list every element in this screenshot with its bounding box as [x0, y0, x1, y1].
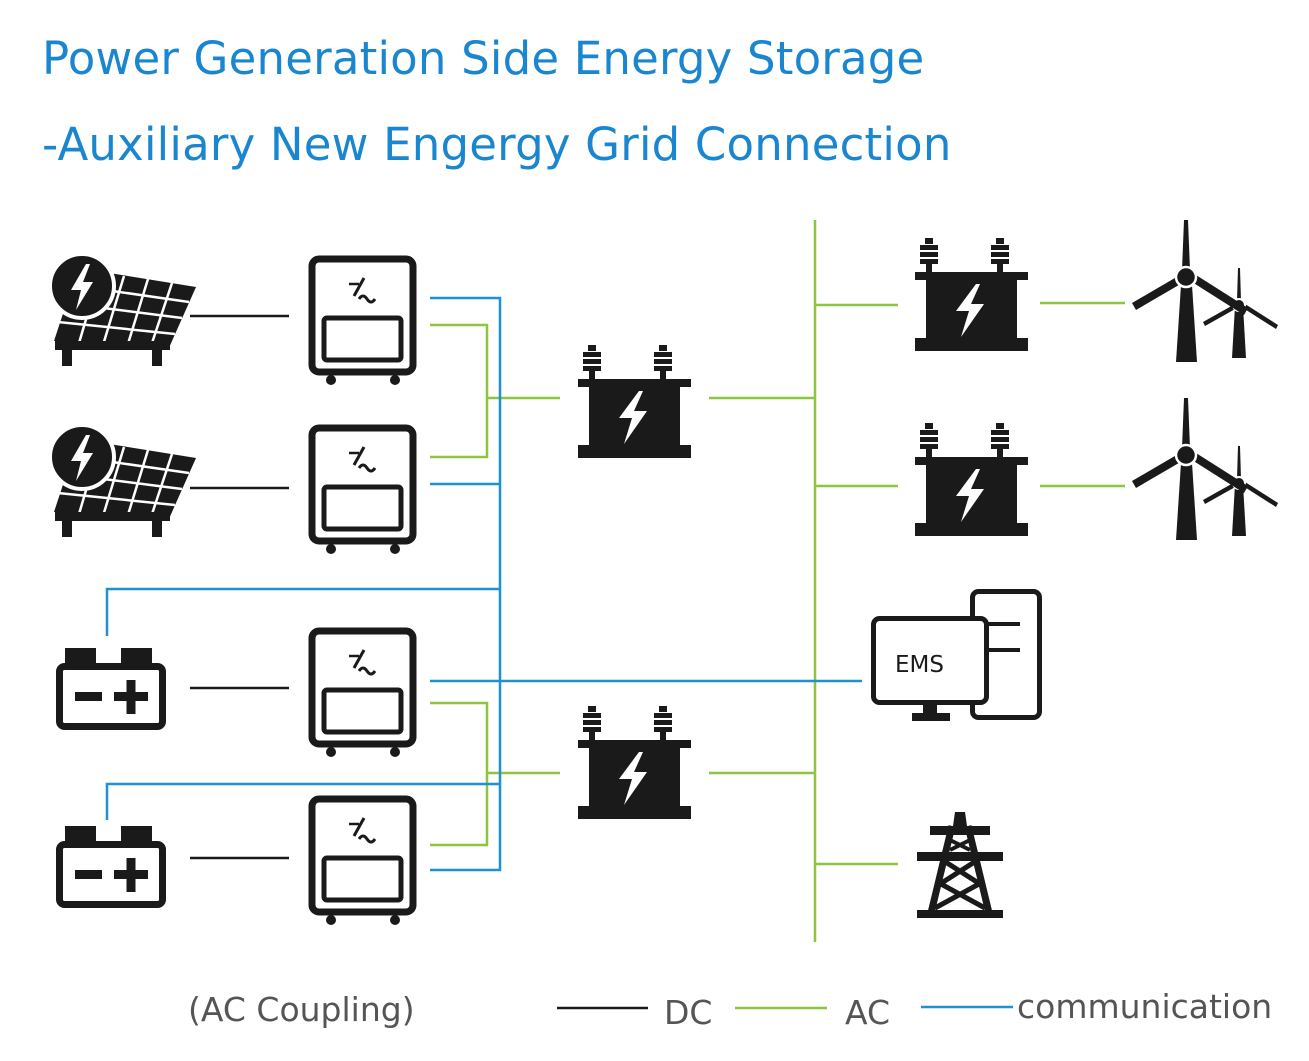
- transformer-icon-1: [578, 345, 691, 458]
- legend-communication-label: communication: [1017, 987, 1272, 1026]
- title-line-1: Power Generation Side Energy Storage: [42, 32, 925, 85]
- transformer-icon-4: [915, 423, 1028, 536]
- battery-icon-2: [60, 826, 163, 905]
- transmission-tower-icon: [917, 812, 1003, 918]
- title-line-2: -Auxiliary New Engergy Grid Connection: [42, 118, 952, 171]
- wind-turbine-icon-2: [1130, 396, 1280, 542]
- transformer-icon-2: [578, 706, 691, 819]
- legend-ac-coupling-note: (AC Coupling): [188, 990, 415, 1029]
- legend-dc-label: DC: [664, 993, 712, 1032]
- solar-panel-icon-1: [48, 252, 198, 368]
- communication-lines: [105, 296, 862, 872]
- dc-lines: [190, 314, 289, 860]
- wind-turbine-icon-1: [1130, 218, 1280, 364]
- transformer-icon-3: [915, 238, 1028, 351]
- inverter-icon-4: [312, 799, 413, 925]
- solar-panel-icon-2: [48, 423, 198, 539]
- legend-ac-label: AC: [845, 993, 890, 1032]
- ac-lines: [430, 220, 1125, 942]
- inverter-icon-3: [312, 631, 413, 757]
- inverter-icon-2: [312, 428, 413, 554]
- battery-icon-1: [60, 648, 163, 727]
- inverter-icon-1: [312, 259, 413, 385]
- legend: (AC Coupling) DC AC communication: [188, 987, 1272, 1032]
- ems-computer-icon: [871, 589, 1042, 721]
- ems-label: EMS: [895, 652, 944, 678]
